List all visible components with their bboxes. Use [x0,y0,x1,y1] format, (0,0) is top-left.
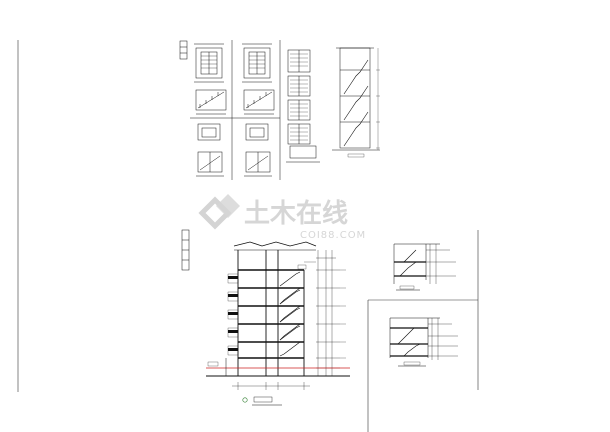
watermark-sub-text: COI88.COM [300,230,366,241]
stair-detail-section-lower [389,317,458,367]
watermark: 土木在线 COI88.COM [198,194,366,241]
stair-plan-cluster [179,40,380,180]
stair-detail-section-upper [393,243,456,291]
diamond-logo-icon [198,194,240,230]
watermark-main-text: 土木在线 [244,199,348,229]
sheet-border [17,40,479,432]
building-section-1-1 [181,229,350,406]
